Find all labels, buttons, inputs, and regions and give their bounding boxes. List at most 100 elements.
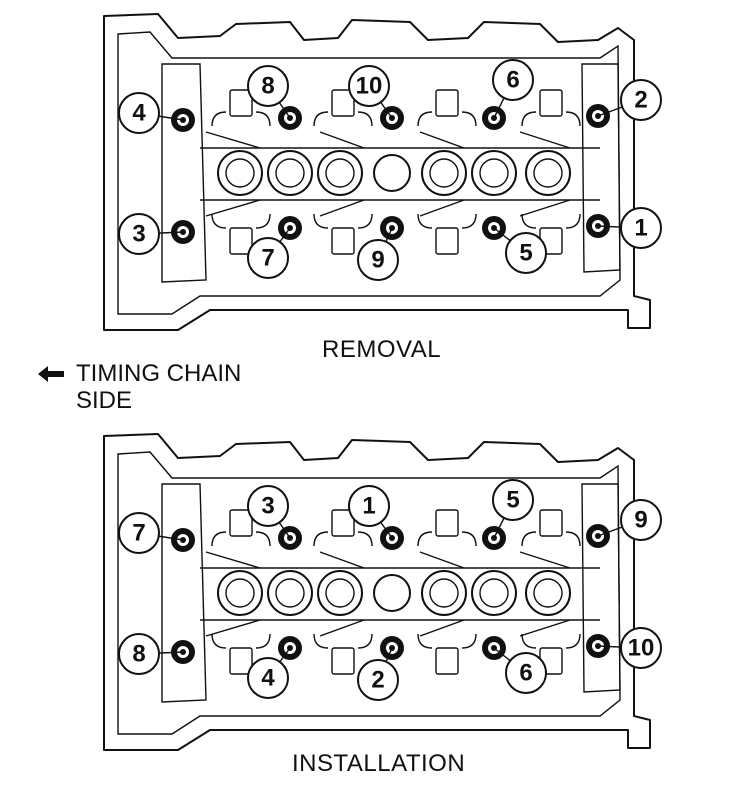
callout-bubble: [247, 485, 289, 527]
plug-bore-inner: [275, 158, 305, 188]
plug-bore-inner: [479, 578, 509, 608]
rocker-arm: [417, 531, 477, 547]
removal-caption: REMOVAL: [322, 336, 442, 363]
bolt-sequence-number: 4: [132, 100, 146, 127]
plug-bore: [267, 150, 313, 196]
bolt-sequence-number: 5: [506, 487, 519, 514]
web-rib: [205, 619, 261, 637]
end-wall-right: [581, 63, 621, 273]
bolt-sequence-number: 1: [634, 215, 647, 242]
plug-bore-inner: [325, 158, 355, 188]
plug-bore: [217, 570, 263, 616]
web-rib: [205, 131, 261, 149]
bolt-sequence-number: 6: [506, 67, 519, 94]
center-rail: [200, 147, 600, 201]
rocker-arm: [417, 633, 477, 649]
rocker-arm: [313, 111, 373, 127]
bolt-sequence-number: 1: [362, 493, 375, 520]
rocker-arm: [521, 213, 581, 229]
plug-bore-inner: [429, 158, 459, 188]
callout-bubble: [620, 627, 662, 669]
plug-bore-inner: [479, 158, 509, 188]
bolt-sequence-number: 10: [356, 73, 383, 100]
side-note-line1: TIMING CHAIN: [76, 360, 242, 387]
plug-bore: [373, 154, 411, 192]
lifter-boss: [435, 647, 459, 675]
callout-bubble: [505, 652, 547, 694]
lifter-boss: [331, 227, 355, 255]
lifter-boss: [229, 89, 253, 117]
head-flange: [117, 451, 621, 735]
web-rib: [519, 131, 571, 149]
lifter-boss: [229, 647, 253, 675]
rocker-arm: [211, 531, 271, 547]
callout-bubble: [247, 657, 289, 699]
callout-bubble: [118, 633, 160, 675]
callout-bubble: [357, 239, 399, 281]
callout-bubble: [620, 79, 662, 121]
callout-bubble: [348, 485, 390, 527]
lifter-boss: [229, 227, 253, 255]
bolt-sequence-number: 10: [628, 635, 655, 662]
end-wall-left: [161, 483, 207, 703]
bolt-sequence-number: 5: [519, 240, 532, 267]
rocker-arm: [211, 633, 271, 649]
rocker-arm: [521, 111, 581, 127]
rocker-arm: [313, 213, 373, 229]
web-rib: [205, 199, 261, 217]
lifter-boss: [331, 89, 355, 117]
bolt-sequence-number: 7: [261, 245, 274, 272]
rocker-arm: [211, 111, 271, 127]
callout-bubble: [348, 65, 390, 107]
head-outline: [103, 433, 651, 751]
callout-bubble: [247, 65, 289, 107]
web-rib: [205, 551, 261, 569]
callout-bubble: [492, 59, 534, 101]
web-rib: [319, 131, 365, 149]
plug-bore-inner: [533, 158, 563, 188]
left-arrow-icon: [38, 365, 64, 382]
web-rib: [319, 551, 365, 569]
lifter-boss: [229, 509, 253, 537]
web-rib: [319, 619, 365, 637]
web-rib: [519, 619, 571, 637]
web-rib: [419, 619, 465, 637]
plug-bore: [267, 570, 313, 616]
end-wall-right: [581, 483, 621, 693]
plug-bore-inner: [325, 578, 355, 608]
plug-bore: [471, 150, 517, 196]
bolt-sequence-number: 3: [132, 221, 145, 248]
lifter-boss: [435, 227, 459, 255]
web-rib: [419, 551, 465, 569]
bolt-sequence-number: 9: [634, 507, 647, 534]
plug-bore: [471, 570, 517, 616]
plug-bore-inner: [225, 158, 255, 188]
web-rib: [519, 551, 571, 569]
rocker-arm: [521, 633, 581, 649]
bolt-sequence-number: 4: [261, 665, 275, 692]
lifter-boss: [435, 89, 459, 117]
web-rib: [319, 199, 365, 217]
callout-bubble: [505, 232, 547, 274]
bolt-sequence-number: 8: [132, 641, 145, 668]
lifter-boss: [331, 509, 355, 537]
center-rail: [200, 567, 600, 621]
callout-bubble: [118, 512, 160, 554]
plug-bore-inner: [225, 578, 255, 608]
callout-bubble: [118, 92, 160, 134]
plug-bore-inner: [429, 578, 459, 608]
callout-bubble: [357, 659, 399, 701]
bolt-sequence-number: 8: [261, 73, 274, 100]
plug-bore: [525, 150, 571, 196]
plug-bore: [421, 570, 467, 616]
rocker-arm: [313, 531, 373, 547]
lifter-boss: [539, 89, 563, 117]
side-note-line2: SIDE: [76, 387, 133, 414]
rocker-arm: [417, 213, 477, 229]
lifter-boss: [435, 509, 459, 537]
timing-chain-side-note: TIMING CHAIN SIDE: [38, 360, 241, 414]
bolt-sequence-number: 6: [519, 660, 532, 687]
head-flange: [117, 31, 621, 315]
plug-bore-inner: [275, 578, 305, 608]
